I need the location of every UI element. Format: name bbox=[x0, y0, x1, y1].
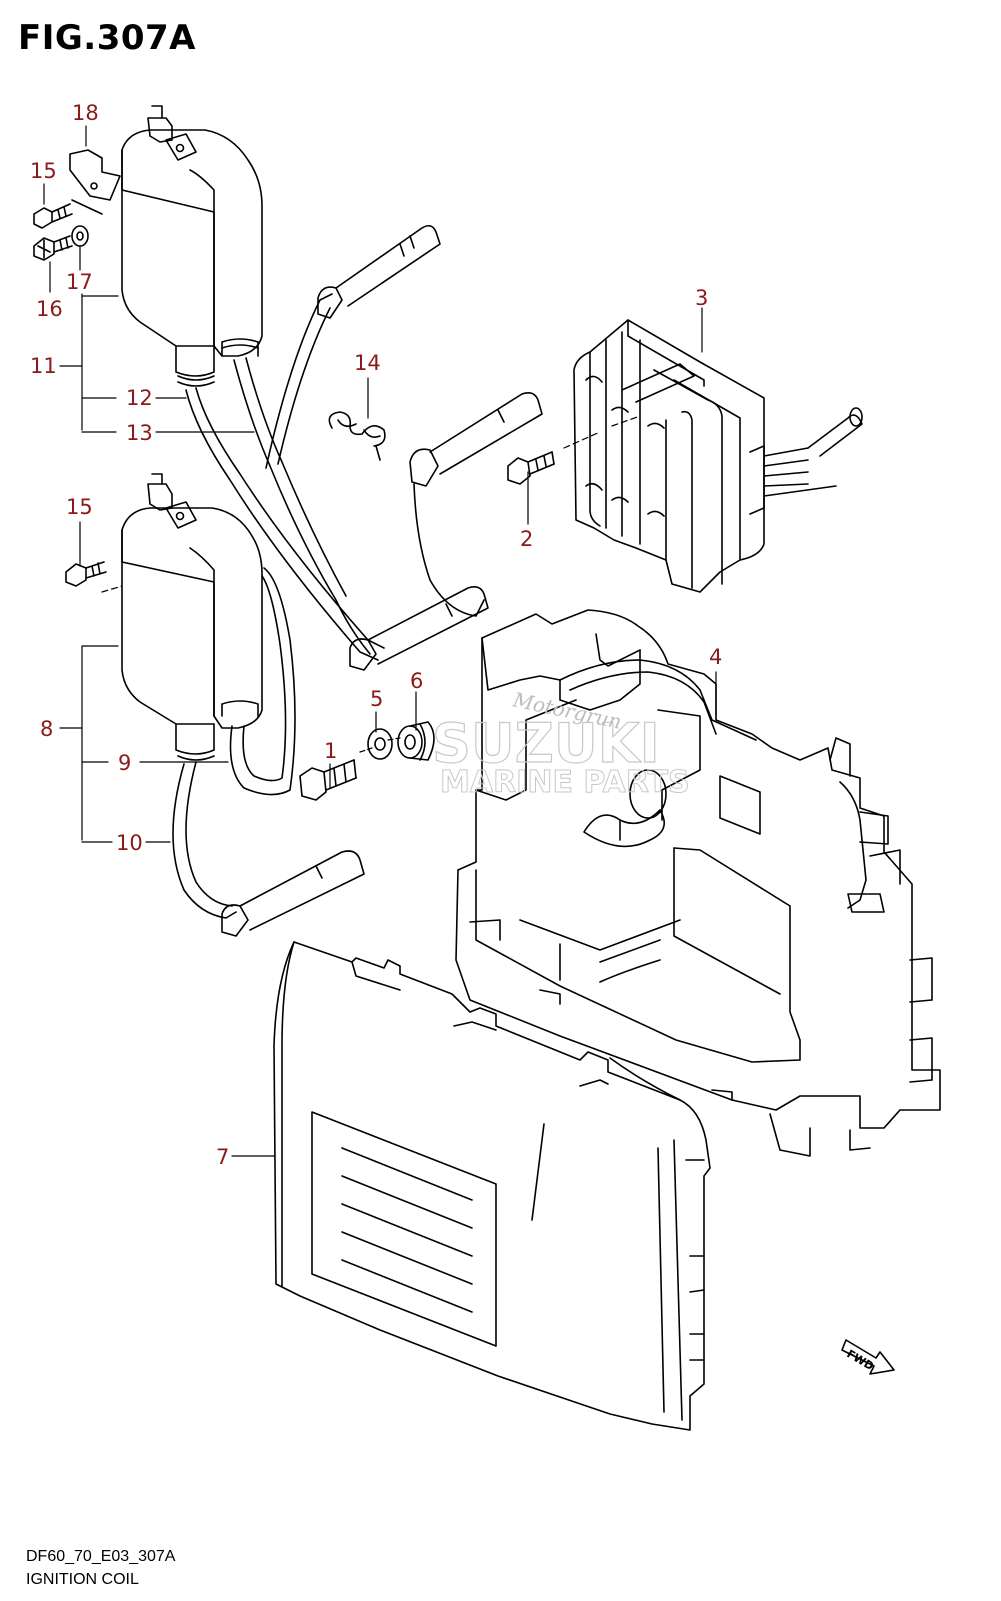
cover-7 bbox=[273, 941, 711, 1431]
model-code: DF60_70_E03_307A bbox=[26, 1548, 176, 1565]
plug-boot-b bbox=[409, 392, 543, 617]
ignition-coil-upper bbox=[69, 105, 263, 387]
ignition-coil-lower bbox=[121, 473, 263, 761]
high-tension-cable-lower bbox=[172, 567, 296, 919]
callout-18: 18 bbox=[72, 101, 99, 125]
callout-15: 15 bbox=[30, 159, 57, 183]
callout-14: 14 bbox=[354, 351, 381, 375]
bolt-15-upper bbox=[33, 199, 103, 229]
callout-7: 7 bbox=[216, 1145, 229, 1169]
callout-6: 6 bbox=[410, 669, 423, 693]
watermark-brand: SUZUKI bbox=[432, 712, 660, 775]
plug-boot-a bbox=[317, 224, 441, 319]
callout-8: 8 bbox=[40, 717, 53, 741]
callout-12: 12 bbox=[126, 386, 153, 410]
callout-4: 4 bbox=[709, 645, 722, 669]
washer-17 bbox=[71, 225, 89, 247]
callout-2: 2 bbox=[520, 527, 533, 551]
figure-title: FIG.307A bbox=[18, 18, 196, 58]
callout-16: 16 bbox=[36, 297, 63, 321]
grommet-6 bbox=[397, 721, 435, 761]
callout-3: 3 bbox=[695, 286, 708, 310]
bolt-15-lower bbox=[65, 561, 107, 587]
watermark-line2: MARINE PARTS bbox=[440, 765, 690, 800]
callout-11: 11 bbox=[30, 354, 57, 378]
bolt-16 bbox=[33, 235, 73, 261]
callout-numbers: 18 15 16 17 11 12 13 14 3 2 15 8 9 10 1 … bbox=[30, 101, 722, 1169]
bolt-1 bbox=[299, 759, 357, 801]
callout-1: 1 bbox=[324, 739, 337, 763]
callout-9: 9 bbox=[118, 751, 131, 775]
high-tension-cable-upper bbox=[185, 293, 385, 661]
callout-leader-lines bbox=[43, 125, 717, 1157]
mounting-bracket-4 bbox=[455, 609, 941, 1157]
callout-13: 13 bbox=[126, 421, 153, 445]
plug-boot-c bbox=[349, 586, 489, 671]
washer-5 bbox=[367, 728, 393, 760]
rectifier-module-3 bbox=[573, 319, 863, 593]
fwd-arrow-icon: FWD bbox=[841, 1339, 895, 1375]
callout-5: 5 bbox=[370, 687, 383, 711]
callout-10: 10 bbox=[116, 831, 143, 855]
plug-boot-d bbox=[221, 850, 365, 937]
callout-17: 17 bbox=[66, 270, 93, 294]
figure-name: IGNITION COIL bbox=[26, 1571, 139, 1588]
callout-15: 15 bbox=[66, 495, 93, 519]
watermark: SUZUKI MARINE PARTS Motorgrun bbox=[431, 687, 690, 800]
bolt-2 bbox=[507, 451, 555, 485]
cable-clamp-14 bbox=[328, 411, 386, 461]
